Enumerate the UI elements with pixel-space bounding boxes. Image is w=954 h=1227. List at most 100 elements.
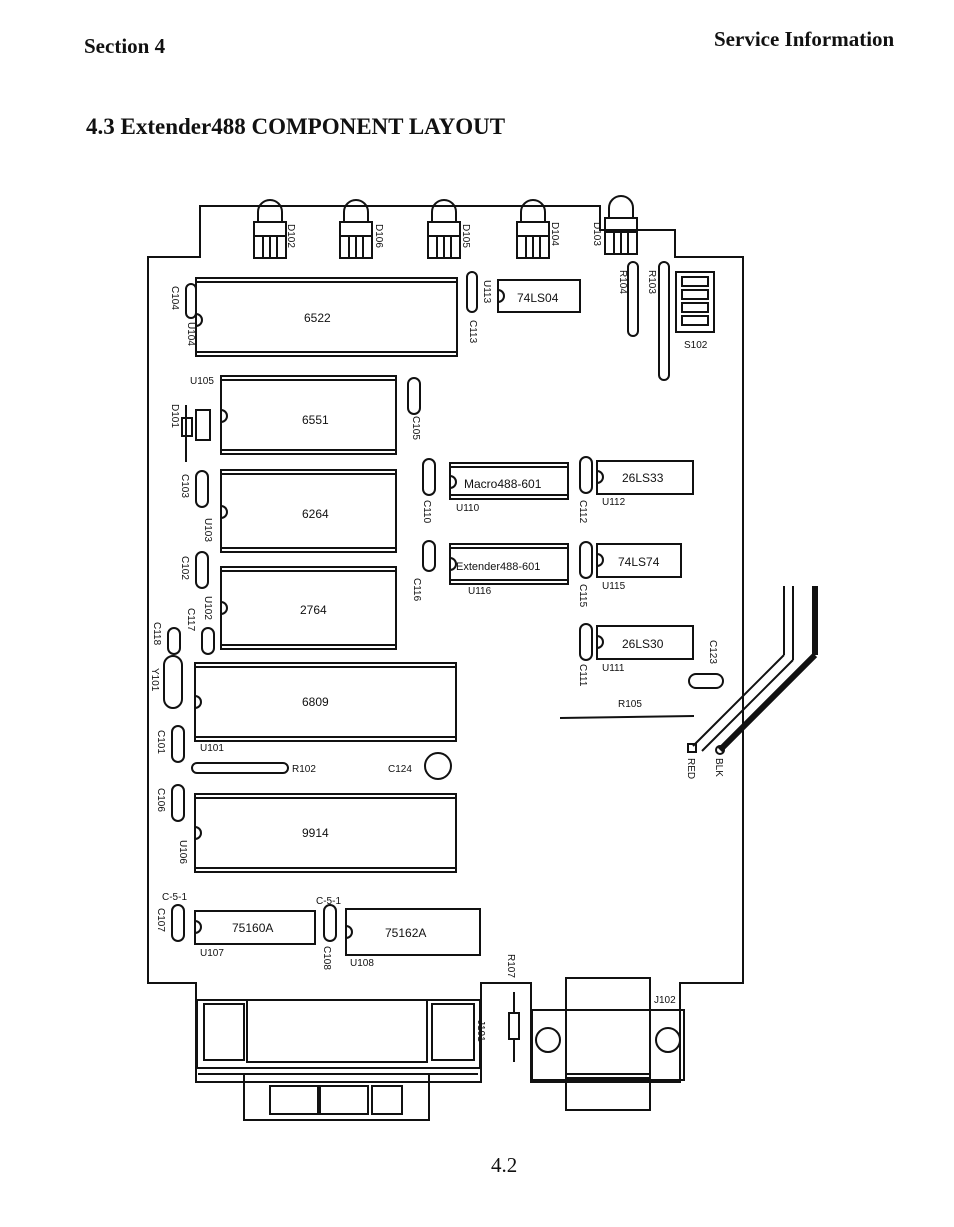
ic-label-6522: 6522 [304, 311, 331, 325]
ref-c115: C115 [577, 584, 588, 608]
ref-c101: C101 [155, 730, 166, 754]
ic-label-extender488: Extender488-601 [456, 561, 540, 573]
ic-label-74ls04: 74LS04 [517, 291, 559, 305]
capacitor-c111 [579, 623, 593, 661]
ref-blk: BLK [713, 758, 724, 777]
ic-u104 [195, 277, 458, 357]
ref-c107: C107 [155, 908, 166, 932]
ref-d105: D105 [460, 224, 471, 248]
ic-label-74ls74: 74LS74 [618, 555, 660, 569]
ref-u108: U108 [350, 958, 374, 969]
connector-j101 [196, 999, 481, 1121]
ref-c5-1-b: C-5-1 [316, 896, 341, 907]
ic-label-6264: 6264 [302, 507, 329, 521]
ref-j102: J102 [654, 995, 676, 1006]
ref-s102: S102 [684, 340, 708, 351]
ref-j101: J101 [475, 1020, 486, 1042]
ic-label-26ls33: 26LS33 [622, 471, 664, 485]
connector-j102 [531, 977, 685, 1111]
ic-u110 [449, 462, 569, 500]
ref-y101: Y101 [149, 668, 160, 692]
ref-r103: R103 [646, 270, 657, 294]
capacitor-c124 [424, 752, 452, 780]
ref-c124: C124 [388, 764, 412, 775]
ic-label-6551: 6551 [302, 413, 329, 427]
led-d102 [253, 199, 287, 259]
ic-label-75162a: 75162A [385, 926, 426, 940]
board-outline [147, 205, 744, 1083]
ref-r102: R102 [292, 764, 316, 775]
ic-label-26ls30: 26LS30 [622, 637, 664, 651]
ref-r105: R105 [618, 699, 642, 710]
ref-u111: U111 [602, 663, 625, 674]
capacitor-c116 [422, 540, 436, 572]
ic-label-9914: 9914 [302, 826, 329, 840]
capacitor-c113 [466, 271, 478, 313]
ref-u116: U116 [468, 586, 492, 597]
ic-label-2764: 2764 [300, 603, 327, 617]
capacitor-c106 [171, 784, 185, 822]
led-d103 [604, 195, 638, 255]
led-d105 [427, 199, 461, 259]
ref-r107: R107 [505, 954, 516, 978]
ref-u112: U112 [602, 497, 626, 508]
ref-d103: D103 [591, 222, 602, 246]
ref-u103: U103 [202, 518, 213, 542]
section-heading: Section 4 [84, 34, 166, 58]
ic-label-macro488: Macro488-601 [464, 477, 542, 491]
led-d104 [516, 199, 550, 259]
ref-c118: C118 [151, 622, 162, 646]
ref-d106: D106 [373, 224, 384, 248]
ref-u101: U101 [200, 743, 224, 754]
ic-u111 [596, 625, 694, 660]
ref-c102: C102 [179, 556, 190, 580]
led-d106 [339, 199, 373, 259]
ref-c112: C112 [577, 500, 588, 524]
ic-u102 [220, 566, 397, 650]
resistor-r102 [191, 762, 289, 774]
ic-u106 [194, 793, 457, 873]
ref-c104: C104 [169, 286, 180, 310]
ic-u101 [194, 662, 457, 742]
ref-d104: D104 [549, 222, 560, 246]
ic-u113 [497, 279, 581, 313]
ref-c110: C110 [421, 500, 432, 524]
resistor-r107 [508, 992, 520, 1062]
capacitor-c117 [201, 627, 215, 655]
ic-u107 [194, 910, 316, 945]
service-heading: Service Information [714, 27, 895, 51]
ref-c103: C103 [179, 474, 190, 498]
resistor-r105 [559, 715, 695, 719]
capacitor-c115 [579, 541, 593, 579]
ref-c117: C117 [185, 608, 196, 632]
ref-u113: U113 [481, 280, 492, 304]
ic-label-6809: 6809 [302, 695, 329, 709]
ref-u104: U104 [185, 322, 196, 346]
page-title: 4.3 Extender488 COMPONENT LAYOUT [86, 114, 506, 139]
ref-u106: U106 [177, 840, 188, 864]
ref-c105: C105 [410, 416, 421, 440]
capacitor-c112 [579, 456, 593, 494]
ic-u112 [596, 460, 694, 495]
ref-d102: D102 [285, 224, 296, 248]
capacitor-c101 [171, 725, 185, 763]
capacitor-c102 [195, 551, 209, 589]
capacitor-c110 [422, 458, 436, 496]
ref-c116: C116 [411, 578, 422, 602]
crystal-y101 [163, 655, 183, 709]
ic-u115 [596, 543, 682, 578]
ref-c111: C111 [577, 664, 588, 687]
page-number: 4.2 [491, 1153, 518, 1177]
ref-u107: U107 [200, 948, 224, 959]
ref-u105: U105 [190, 376, 214, 387]
ref-c5-1-a: C-5-1 [162, 892, 187, 903]
ic-u108 [345, 908, 481, 956]
capacitor-c104 [185, 283, 197, 319]
ref-u102: U102 [202, 596, 213, 620]
capacitor-c107 [171, 904, 185, 942]
ic-label-75160a: 75160A [232, 921, 273, 935]
resistor-r103 [658, 261, 670, 381]
capacitor-c118 [167, 627, 181, 655]
dip-switch-s102 [675, 271, 715, 333]
